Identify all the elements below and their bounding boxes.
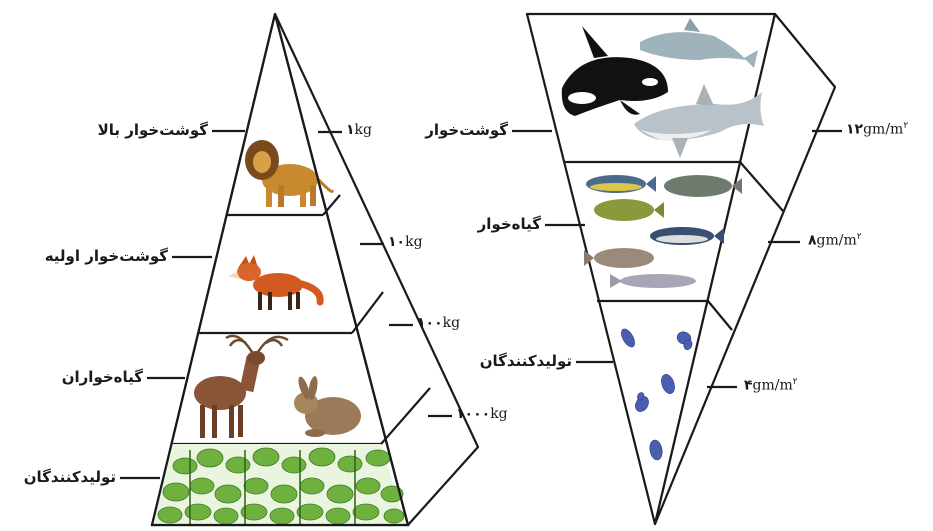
mass-number: ۴: [744, 378, 753, 394]
ocean-level-label-producers: تولیدکنندگان: [480, 352, 572, 370]
mass-unit: gm/m: [753, 378, 793, 394]
mass-number: ۱۰: [388, 234, 405, 250]
land-level-label-top-carnivore: گوشت‌خوار بالا: [98, 121, 208, 139]
land-level-label-primary-carnivore: گوشت‌خوار اولیه: [45, 247, 168, 265]
mass-unit: kg: [355, 122, 372, 138]
ocean-mass-carnivore: ۱۲gm/m۲: [846, 121, 908, 138]
mass-exponent: ۲: [857, 232, 862, 242]
land-mass-producers: ۱۰۰۰kg: [456, 406, 508, 422]
ocean-level-label-herbivore: گیاه‌خوار: [478, 215, 541, 233]
land-mass-primary-carnivore: ۱۰kg: [388, 234, 423, 250]
land-mass-herbivores: ۱۰۰kg: [417, 315, 460, 331]
ocean-pyramid: [512, 14, 842, 524]
mass-number: ۱: [346, 122, 355, 138]
ocean-mass-producers: ۴gm/m۲: [744, 377, 798, 394]
mass-exponent: ۲: [903, 121, 908, 131]
mass-unit: gm/m: [863, 122, 903, 138]
mass-unit: kg: [405, 234, 422, 250]
mass-unit: gm/m: [817, 233, 857, 249]
mass-unit: kg: [490, 406, 507, 422]
ocean-level-label-carnivore: گوشت‌خوار: [425, 121, 508, 139]
land-mass-top-carnivore: ۱kg: [346, 122, 372, 138]
land-level-label-herbivores: گیاه‌خواران: [62, 368, 143, 386]
land-level-label-producers: تولیدکنندگان: [24, 468, 116, 486]
mass-number: ۱۲: [846, 122, 863, 138]
mass-number: ۱۰۰: [417, 315, 443, 331]
mass-exponent: ۲: [793, 377, 798, 387]
mass-number: ۱۰۰۰: [456, 406, 490, 422]
ocean-mass-herbivore: ۸gm/m۲: [808, 232, 862, 249]
mass-number: ۸: [808, 233, 817, 249]
mass-unit: kg: [443, 315, 460, 331]
